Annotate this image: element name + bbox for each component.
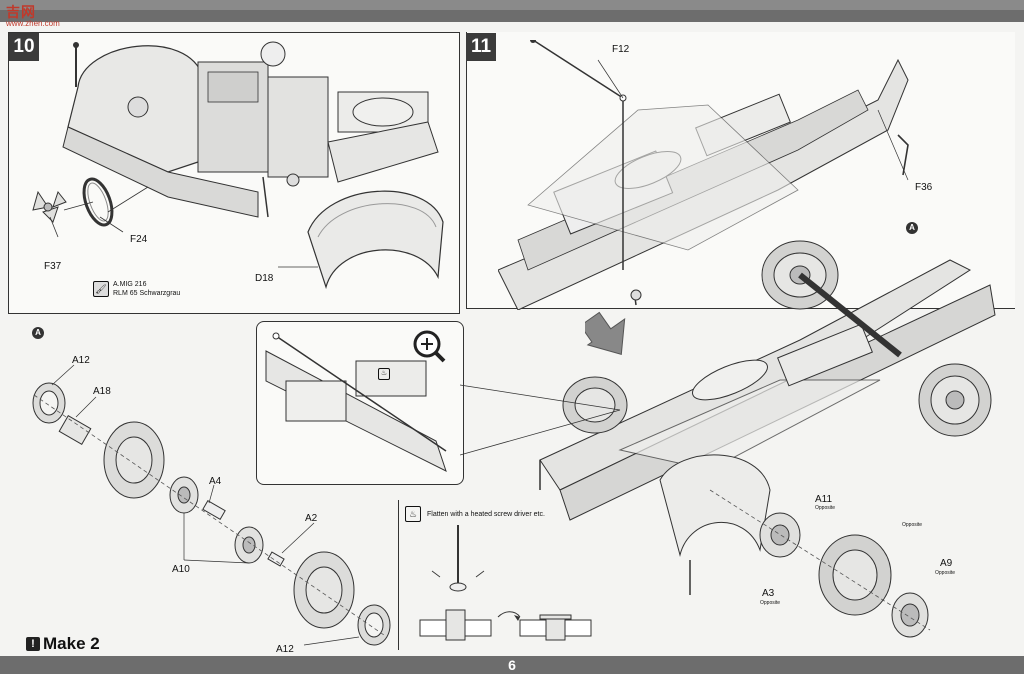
part-label-f12: F12 — [612, 44, 630, 55]
part-label-a10: A10 — [172, 564, 190, 575]
hint-panel — [398, 500, 599, 650]
part-label-a4: A4 — [209, 476, 222, 487]
a9-opposite-note: Opposite — [935, 570, 956, 576]
top-strip — [0, 0, 1024, 22]
marker-a-upper: A — [906, 222, 918, 234]
exclamation-icon: ! — [26, 637, 40, 651]
part-label-a2: A2 — [305, 513, 318, 524]
wheel-exploded-illustration — [32, 364, 391, 646]
down-arrow-icon — [585, 311, 626, 356]
flame-icon: ♨ — [405, 506, 421, 522]
paint-name: RLM 65 Schwarzgrau — [113, 290, 181, 297]
watermark: 吉网 — [6, 4, 36, 20]
watermark-url: www.zhen.com — [6, 19, 60, 28]
step10-badge: 10 — [9, 33, 39, 61]
detail-zoom-illustration — [265, 332, 447, 472]
a3-opposite-note: Opposite — [760, 600, 781, 606]
make-count-note: ! Make 2 — [26, 634, 100, 654]
make-count-text: Make 2 — [43, 634, 100, 653]
part-label-d18: D18 — [255, 273, 274, 284]
step11-badge: 11 — [466, 33, 496, 61]
flatten-diagram — [419, 525, 592, 641]
mid-opposite-note: Opposite — [902, 522, 923, 528]
paint-brush-icon: 🖌 — [93, 281, 109, 297]
part-label-a18: A18 — [93, 386, 111, 397]
marker-a-subassembly: A — [32, 327, 44, 339]
part-label-f24: F24 — [130, 234, 148, 245]
paint-callout: 🖌 A.MIG 216 RLM 65 Schwarzgrau — [93, 280, 180, 298]
part-label-a12-top: A12 — [72, 355, 90, 366]
part-label-a11: A11 — [815, 494, 833, 505]
part-label-f36: F36 — [915, 182, 933, 193]
step11-chassis-illustration — [498, 40, 909, 310]
page-number: 6 — [508, 657, 516, 673]
flatten-hint-text: Flatten with a heated screw driver etc. — [427, 510, 545, 518]
bottom-strip — [0, 656, 1024, 674]
paint-code: A.MIG 216 — [113, 281, 147, 288]
flatten-hint: ♨ Flatten with a heated screw driver etc… — [405, 506, 545, 522]
part-label-a12-bottom: A12 — [276, 644, 294, 655]
assembled-chassis-illustration — [539, 240, 996, 638]
part-label-a9: A9 — [940, 558, 953, 569]
zoom-connector-lines — [460, 384, 621, 456]
a11-opposite-note: Opposite — [815, 505, 836, 511]
step10-illustration — [32, 41, 444, 290]
part-label-f37: F37 — [44, 261, 62, 272]
flame-icon: ♨ — [378, 368, 390, 380]
magnifier-icon — [413, 330, 446, 363]
part-label-a3: A3 — [762, 588, 775, 599]
